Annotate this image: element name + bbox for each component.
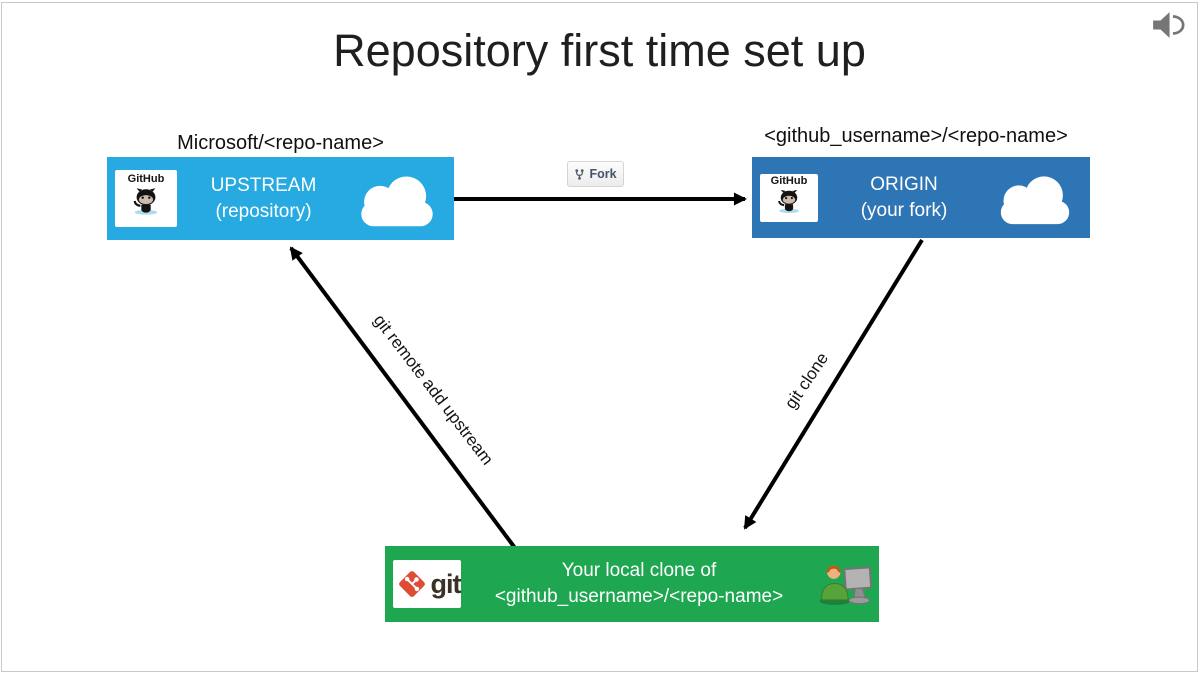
- origin-node: GitHub ORIGIN (your fork): [752, 157, 1090, 238]
- github-logo-card: GitHub: [115, 170, 177, 227]
- upstream-title: UPSTREAM: [210, 174, 317, 196]
- speaker-icon[interactable]: [1152, 11, 1186, 39]
- origin-subtitle: (your fork): [860, 199, 948, 221]
- git-remote-arrow: [289, 246, 517, 550]
- local-clone-node: git Your local clone of <github_username…: [385, 546, 879, 622]
- git-logo-wordmark: git: [430, 568, 462, 599]
- git-remote-add-upstream-label: git remote add upstream: [369, 310, 498, 469]
- upstream-node-text: UPSTREAM (repository): [177, 173, 350, 225]
- git-logo-icon: [398, 571, 425, 597]
- origin-node-text: ORIGIN (your fork): [818, 172, 990, 224]
- git-clone-arrow: [743, 238, 924, 530]
- upstream-repo-path-label: Microsoft/<repo-name>: [177, 132, 384, 154]
- fork-button: Fork: [567, 161, 624, 187]
- origin-repo-path-label: <github_username>/<repo-name>: [764, 125, 1068, 147]
- slide-title: Repository first time set up: [333, 25, 866, 76]
- git-clone-label: git clone: [780, 349, 833, 413]
- octocat-icon: [778, 189, 799, 213]
- local-node-text: Your local clone of <github_username>/<r…: [461, 558, 817, 610]
- local-subtitle: <github_username>/<repo-name>: [494, 586, 784, 607]
- upstream-subtitle: (repository): [215, 200, 312, 222]
- github-logo-wordmark: GitHub: [770, 174, 808, 187]
- person-at-computer-icon: [819, 565, 873, 605]
- github-logo-card: GitHub: [760, 173, 818, 222]
- local-title: Your local clone of: [561, 560, 717, 581]
- origin-title: ORIGIN: [870, 173, 938, 195]
- upstream-node: GitHub UPSTREAM (repository): [107, 157, 454, 240]
- octocat-icon: [133, 188, 158, 215]
- git-logo-card: git: [393, 560, 462, 608]
- github-logo-wordmark: GitHub: [127, 173, 165, 185]
- fork-button-label: Fork: [589, 167, 617, 181]
- cloud-icon: [361, 175, 433, 226]
- cloud-icon: [1000, 175, 1070, 224]
- fork-icon: [575, 168, 585, 180]
